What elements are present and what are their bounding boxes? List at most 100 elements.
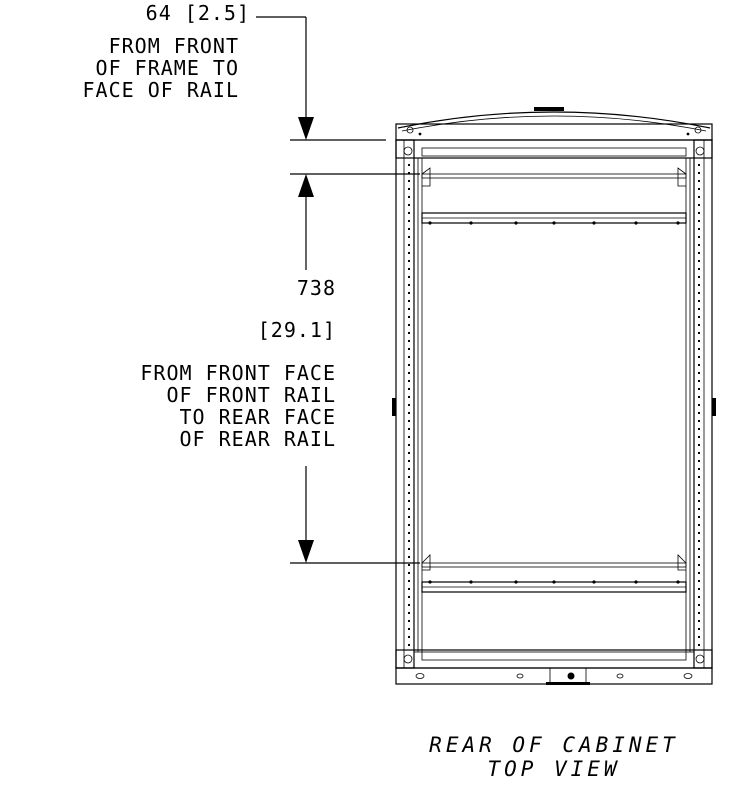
perforation-hole (408, 308, 410, 310)
perforation-hole (698, 588, 700, 590)
rear-base-strip (395, 667, 713, 685)
dimension-738-note-line-1: FROM FRONT FACE (140, 361, 336, 385)
dimension-64-value: 64 [2.5] (146, 1, 250, 25)
perforation-hole (698, 468, 700, 470)
perforation-hole (698, 292, 700, 294)
perforation-hole (408, 396, 410, 398)
perforation-hole (408, 252, 410, 254)
perforation-hole (698, 300, 700, 302)
perforation-hole (698, 564, 700, 566)
arrowhead-down (298, 540, 314, 563)
perforation-hole (698, 228, 700, 230)
perforation-hole (698, 412, 700, 414)
perforation-hole (408, 468, 410, 470)
perforation-hole (408, 340, 410, 342)
perforation-hole (408, 516, 410, 518)
perforation-hole (408, 212, 410, 214)
perforation-hole (698, 484, 700, 486)
dimension-738: 738 [29.1] FROM FRONT FACE OF FRONT RAIL… (140, 173, 420, 564)
perforation-hole (408, 284, 410, 286)
perforation-hole (698, 452, 700, 454)
perforation-hole (408, 428, 410, 430)
perforation-hole (408, 636, 410, 638)
front-crossbar (395, 139, 713, 159)
left-upright (395, 139, 415, 669)
perforation-hole (698, 324, 700, 326)
perforation-hole (698, 276, 700, 278)
dimension-738-value-in: [29.1] (258, 318, 336, 342)
dimension-64: 64 [2.5] FROM FRONT OF FRAME TO FACE OF … (83, 1, 386, 141)
perforation-hole (408, 612, 410, 614)
perforation-hole (408, 436, 410, 438)
right-upright (693, 139, 713, 669)
perforation-hole (408, 540, 410, 542)
front-door-arc (397, 111, 711, 129)
caption-line-1: REAR OF CABINET (429, 733, 679, 757)
perforation-hole (408, 572, 410, 574)
rear-crossbar (395, 649, 713, 669)
dimension-64-note-line-3: FACE OF RAIL (83, 78, 240, 102)
perforation-hole (408, 364, 410, 366)
perforation-hole (408, 356, 410, 358)
perforation-hole (408, 204, 410, 206)
perforation-hole (698, 220, 700, 222)
perforation-hole (698, 236, 700, 238)
perforation-hole (408, 508, 410, 510)
perforation-hole (698, 308, 700, 310)
perforation-hole (698, 396, 700, 398)
perforation-hole (408, 220, 410, 222)
upright-perforations (408, 164, 700, 646)
perforation-hole (408, 300, 410, 302)
perforation-hole (408, 484, 410, 486)
perforation-hole (698, 556, 700, 558)
dimension-64-note-line-1: FROM FRONT (109, 34, 239, 58)
perforation-hole (698, 516, 700, 518)
perforation-hole (408, 556, 410, 558)
perforation-hole (698, 500, 700, 502)
perforation-hole (698, 252, 700, 254)
perforation-hole (408, 188, 410, 190)
perforation-hole (698, 644, 700, 646)
perforation-hole (698, 572, 700, 574)
perforation-hole (698, 460, 700, 462)
arrowhead-up (298, 174, 314, 197)
perforation-hole (698, 196, 700, 198)
perforation-hole (408, 588, 410, 590)
perforation-hole (408, 460, 410, 462)
caption-line-2: TOP VIEW (487, 757, 620, 781)
perforation-hole (408, 444, 410, 446)
perforation-hole (408, 180, 410, 182)
front-rail-bar (421, 173, 687, 179)
arrowhead-down (298, 117, 314, 140)
perforation-hole (408, 500, 410, 502)
perforation-hole (698, 348, 700, 350)
dimension-738-note-line-3: TO REAR FACE (180, 405, 337, 429)
perforation-hole (698, 212, 700, 214)
perforation-hole (698, 204, 700, 206)
perforation-hole (408, 236, 410, 238)
perforation-hole (698, 364, 700, 366)
perforation-hole (408, 420, 410, 422)
perforation-hole (408, 548, 410, 550)
perforation-hole (698, 164, 700, 166)
perforation-hole (698, 180, 700, 182)
perforation-hole (408, 244, 410, 246)
perforation-hole (408, 596, 410, 598)
perforation-hole (698, 540, 700, 542)
perforation-hole (698, 428, 700, 430)
perforation-hole (408, 580, 410, 582)
perforation-hole (408, 628, 410, 630)
perforation-hole (408, 564, 410, 566)
perforation-hole (698, 532, 700, 534)
perforation-hole (698, 420, 700, 422)
perforation-hole (408, 604, 410, 606)
dimension-738-value-mm: 738 (297, 276, 336, 300)
perforation-hole (698, 548, 700, 550)
perforation-hole (408, 316, 410, 318)
perforation-hole (408, 292, 410, 294)
perforation-hole (408, 476, 410, 478)
perforation-hole (408, 324, 410, 326)
perforation-hole (698, 172, 700, 174)
perforation-hole (698, 604, 700, 606)
perforation-hole (698, 340, 700, 342)
